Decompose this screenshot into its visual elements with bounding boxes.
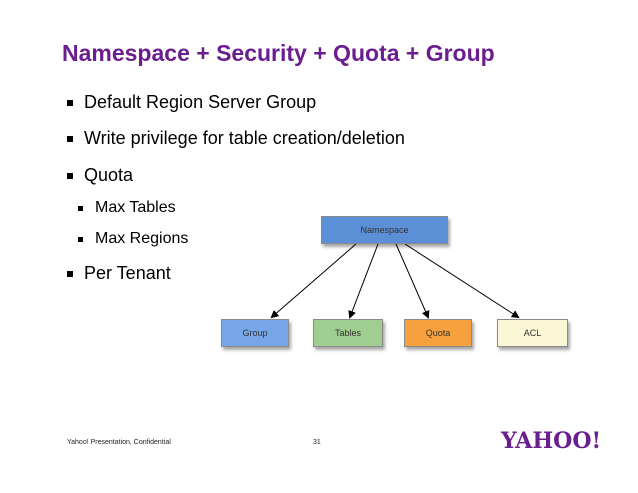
sub-bullet-max-regions: Max Regions bbox=[78, 230, 188, 248]
arrow-to-quota bbox=[395, 243, 430, 319]
bullet-default-region-server-group: Default Region Server Group bbox=[67, 92, 316, 113]
bullet-marker bbox=[78, 236, 83, 242]
namespace-label: Namespace bbox=[360, 225, 409, 235]
acl-box: ACL bbox=[497, 319, 568, 347]
bullet-text: Max Regions bbox=[95, 230, 189, 247]
bullet-text: Per Tenant bbox=[84, 263, 171, 283]
bullet-marker bbox=[78, 205, 83, 211]
bullet-per-tenant: Per Tenant bbox=[67, 263, 171, 284]
bullet-marker bbox=[67, 99, 73, 106]
group-label: Group bbox=[242, 328, 268, 338]
bullet-text: Default Region Server Group bbox=[84, 92, 317, 112]
arrow-to-tables bbox=[348, 243, 379, 319]
bullet-marker bbox=[67, 270, 73, 277]
bullet-text: Max Tables bbox=[95, 199, 176, 216]
tables-box: Tables bbox=[313, 319, 383, 347]
yahoo-logo: YAHOO! bbox=[501, 428, 602, 454]
tables-label: Tables bbox=[334, 328, 361, 338]
quota-label: Quota bbox=[425, 328, 451, 338]
quota-box: Quota bbox=[404, 319, 472, 347]
bullet-quota: Quota bbox=[67, 165, 133, 186]
bullet-marker bbox=[67, 135, 73, 142]
bullet-write-privilege: Write privilege for table creation/delet… bbox=[67, 128, 405, 149]
arrow-to-group bbox=[270, 243, 357, 319]
slide-title: Namespace + Security + Quota + Group bbox=[62, 40, 495, 66]
arrow-to-acl bbox=[404, 243, 520, 319]
acl-label: ACL bbox=[523, 328, 542, 338]
namespace-box: Namespace bbox=[321, 216, 448, 244]
bullet-text: Quota bbox=[84, 165, 134, 185]
bullet-marker bbox=[67, 172, 73, 179]
page-number: 31 bbox=[313, 439, 321, 446]
sub-bullet-max-tables: Max Tables bbox=[78, 199, 176, 217]
footer-confidential: Yahoo! Presentation, Confidential bbox=[67, 439, 171, 446]
bullet-text: Write privilege for table creation/delet… bbox=[84, 128, 405, 148]
group-box: Group bbox=[221, 319, 289, 347]
